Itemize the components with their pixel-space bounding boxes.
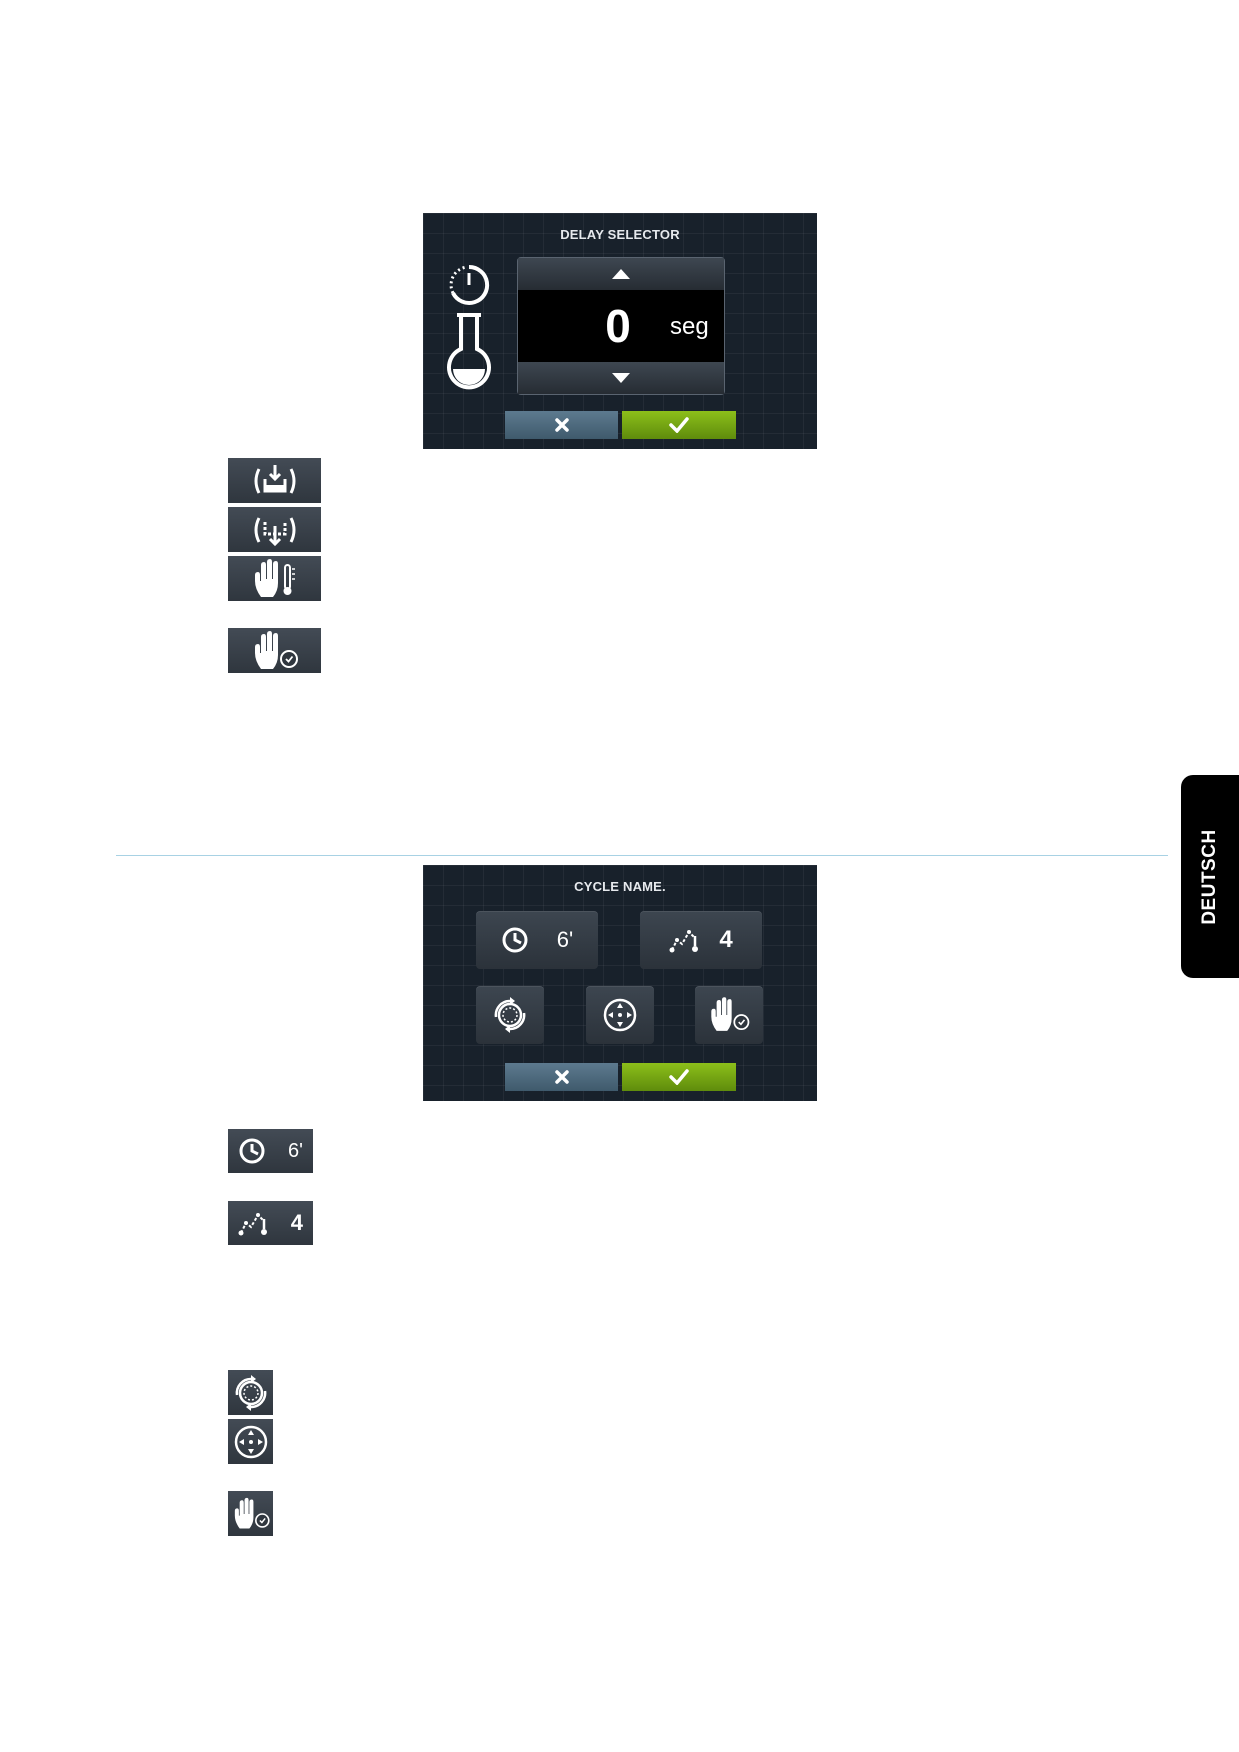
rotation-icon	[494, 997, 526, 1033]
cycle-phases-button[interactable]: 4	[640, 911, 762, 969]
fill-water-chip	[228, 458, 321, 503]
balance-chip	[228, 1419, 273, 1464]
clock-icon	[239, 1138, 265, 1164]
screen-title: DELAY SELECTOR	[560, 227, 680, 242]
manual-delay-icon	[711, 997, 750, 1031]
manual-temperature-chip	[228, 556, 321, 601]
decrement-button[interactable]	[518, 362, 724, 394]
drain-water-chip	[228, 507, 321, 552]
check-icon	[669, 417, 689, 433]
value-selector: 0 seg	[517, 257, 725, 395]
section-divider	[116, 855, 1168, 856]
cancel-button[interactable]	[505, 411, 618, 439]
drain-water-icon	[254, 516, 295, 546]
delay-selector-screen: DELAY SELECTOR 0 seg	[423, 213, 817, 449]
delay-value: 0	[605, 300, 631, 352]
confirm-button[interactable]	[622, 1063, 736, 1091]
cycle-time-value: 6'	[556, 927, 574, 952]
screen-title: CYCLE NAME.	[574, 879, 666, 894]
balance-icon	[603, 998, 637, 1032]
manual-delay-button[interactable]	[695, 986, 763, 1044]
manual-delay-chip	[228, 628, 321, 673]
balance-icon	[234, 1425, 267, 1458]
clock-icon	[502, 927, 528, 953]
cycle-name-screen: CYCLE NAME. 6' 4	[423, 865, 817, 1101]
increment-button[interactable]	[518, 258, 724, 290]
fill-water-icon	[254, 464, 295, 494]
manual-delay-chip	[228, 1491, 273, 1536]
delay-timer-icon	[449, 264, 490, 305]
confirm-button[interactable]	[622, 411, 736, 439]
rotation-chip	[228, 1370, 273, 1415]
time-chip-value: 6'	[288, 1139, 303, 1162]
phases-graph-icon	[238, 1213, 267, 1236]
thermometer-flask-icon	[447, 313, 491, 390]
delay-unit: seg	[670, 313, 709, 340]
language-tab-label: DEUTSCH	[1199, 828, 1220, 925]
arrow-down-icon	[612, 373, 630, 383]
phases-chip: 4	[228, 1201, 313, 1245]
arrow-up-icon	[612, 269, 630, 279]
balance-button[interactable]	[586, 986, 654, 1044]
check-icon	[669, 1069, 689, 1085]
manual-temperature-icon	[254, 558, 295, 597]
time-chip: 6'	[228, 1129, 313, 1173]
cycle-time-button[interactable]: 6'	[476, 911, 598, 969]
rotation-icon	[235, 1374, 266, 1411]
close-icon	[554, 418, 569, 432]
cancel-button[interactable]	[505, 1063, 618, 1091]
manual-delay-icon	[254, 630, 298, 669]
manual-delay-icon	[234, 1497, 270, 1529]
rotation-button[interactable]	[476, 986, 544, 1044]
cycle-phases-value: 4	[719, 926, 733, 953]
phases-chip-value: 4	[290, 1210, 303, 1235]
phases-graph-icon	[669, 930, 699, 953]
close-icon	[554, 1070, 569, 1084]
language-tab: DEUTSCH	[1181, 775, 1239, 978]
